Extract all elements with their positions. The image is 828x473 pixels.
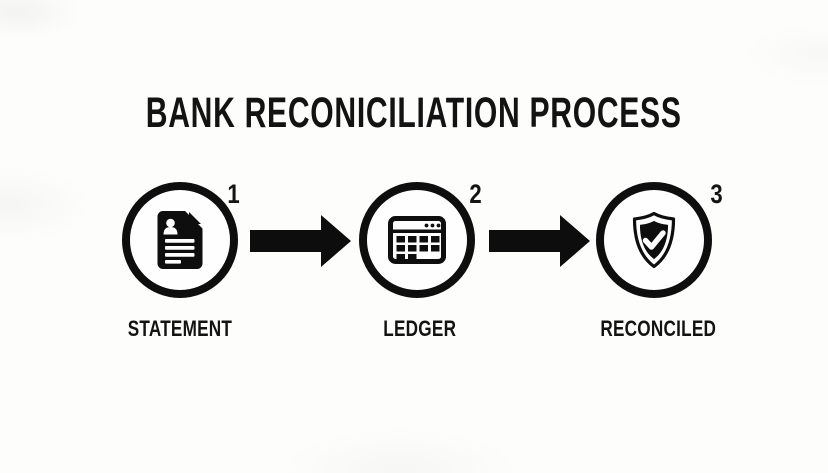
page-title-text: BANK RECONICILIATION PROCESS (146, 89, 682, 137)
ledger-grid-icon (388, 216, 446, 264)
step-circle-ledger (359, 182, 475, 298)
step-label-reconciled: RECONCILED (600, 316, 716, 341)
flow-arrow-right-icon (489, 215, 590, 267)
statement-document-icon (157, 211, 203, 269)
step-number-badge: 3 (710, 179, 724, 209)
step-label-statement: STATEMENT (127, 316, 233, 341)
reconciled-shield-check-icon (632, 211, 676, 269)
step-circle-reconciled (596, 182, 712, 298)
step-circle-statement (122, 182, 238, 298)
page-title: BANK RECONICILIATION PROCESS (0, 92, 828, 144)
flow-arrow-right-icon (250, 215, 351, 267)
step-number-badge: 1 (227, 179, 241, 209)
step-label-ledger: LEDGER (383, 316, 457, 341)
step-number-badge: 2 (469, 179, 483, 209)
